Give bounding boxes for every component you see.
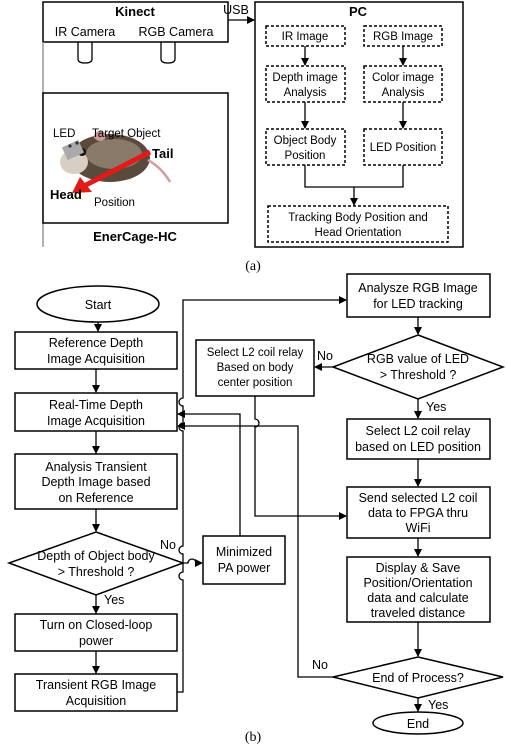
target-object-label: Target Object [92,128,161,140]
analyze-rgb-box [346,273,491,318]
send-data-line3: WiFi [406,521,431,535]
rgb-decision-line2: > Threshold ? [380,368,457,382]
analyze-rgb-line1: Analysze RGB Image [358,281,478,295]
led-position-label: LED Position [370,142,436,154]
depth-analysis-line2: Analysis [284,87,327,99]
display-save-line1: Display & Save [376,561,461,575]
tracking-box [267,205,449,243]
display-save-line3: data and calculate [367,591,469,605]
analyze-rgb-line2: for LED tracking [373,297,463,311]
ref-depth-line1: Reference Depth [49,336,144,350]
caption-b: (b) [245,730,262,745]
closed-loop-box [14,613,178,652]
select-led-line2: based on LED position [355,440,481,454]
tail-label: Tail [152,146,173,161]
transient-depth-box [14,453,178,510]
end-yes-label: Yes [428,698,448,712]
pc-title: PC [349,4,368,19]
transient-depth-line3: on Reference [58,491,133,505]
kinect-box [42,1,229,43]
rt-depth-line1: Real-Time Depth [49,398,143,412]
orientation-arrow [82,149,152,189]
enercage-title: EnerCage-HC [93,229,177,244]
depth-analysis-line1: Depth image [272,72,337,84]
ir-image-label: IR Image [282,31,329,43]
kinect-title: Kinect [115,4,155,19]
end-terminal [372,711,464,735]
diagram-b: Start Reference Depth Image Acquisition … [6,273,506,745]
minimized-pa-line2: PA power [218,561,271,575]
end-label: End [407,717,429,731]
diagram-a: Kinect IR Camera RGB Camera USB PC IR Im… [42,1,464,274]
led-label: LED [53,128,75,140]
rt-depth-line2: Image Acquisition [47,414,145,428]
color-analysis-line1: Color image [372,72,434,84]
rgb-camera-icon [160,42,176,64]
ref-depth-line2: Image Acquisition [47,352,145,366]
rgb-decision-line1: RGB value of LED [367,352,469,366]
usb-label: USB [223,3,249,17]
select-body-line2: Based on body [217,362,294,374]
select-led-line1: Select L2 coil relay [366,424,472,438]
minimized-pa-box [202,535,286,585]
tracking-line2: Head Orientation [315,227,402,239]
rgb-camera-label: RGB Camera [138,25,213,39]
caption-a: (a) [245,259,261,274]
end-no-label: No [312,658,328,672]
mouse-illustration [60,131,172,183]
display-save-line2: Position/Orientation [363,576,472,590]
closed-loop-line1: Turn on Closed-loop [40,618,153,632]
transient-rgb-line2: Acquisition [66,694,126,708]
head-label: Head [50,187,82,202]
depth-yes-label: Yes [104,593,124,607]
transient-rgb-box [14,673,178,712]
start-label: Start [85,298,112,312]
ir-camera-label: IR Camera [55,25,115,39]
depth-decision [6,531,186,596]
display-save-box [346,556,491,623]
send-data-line2: data to FPGA thru [368,506,468,520]
ir-image-box [265,25,346,47]
ref-depth-box [14,331,178,370]
select-led-box [346,418,491,460]
color-analysis-line2: Analysis [382,87,425,99]
object-body-position-box [265,128,346,166]
object-body-line2: Position [285,150,326,162]
transient-depth-line2: Depth Image based [41,475,150,489]
select-body-line1: Select L2 coil relay [207,347,304,359]
rgb-no-label: No [317,349,333,363]
tracking-line1: Tracking Body Position and [288,212,428,224]
rgb-decision [330,334,506,400]
minimized-pa-line1: Minimized [216,545,272,559]
depth-no-label: No [160,538,176,552]
rgb-yes-label: Yes [426,400,446,414]
led-position-box [363,128,443,166]
depth-analysis-box [265,65,346,103]
end-decision-label: End of Process? [372,671,464,685]
position-label: Position [94,197,135,209]
transient-rgb-line1: Transient RGB Image [36,678,156,692]
send-data-box [346,486,491,539]
send-data-line1: Send selected L2 coil [359,491,478,505]
rt-depth-box [14,392,178,432]
closed-loop-line2: power [79,634,113,648]
select-body-line3: center position [218,377,293,389]
depth-decision-line2: > Threshold ? [58,565,135,579]
rgb-image-label: RGB Image [373,31,433,43]
depth-decision-line1: Depth of Object body [37,549,155,563]
display-save-line4: traveled distance [371,606,466,620]
ir-camera-icon [77,42,93,64]
object-body-line1: Object Body [274,135,337,147]
transient-depth-line1: Analysis Transient [45,460,147,474]
